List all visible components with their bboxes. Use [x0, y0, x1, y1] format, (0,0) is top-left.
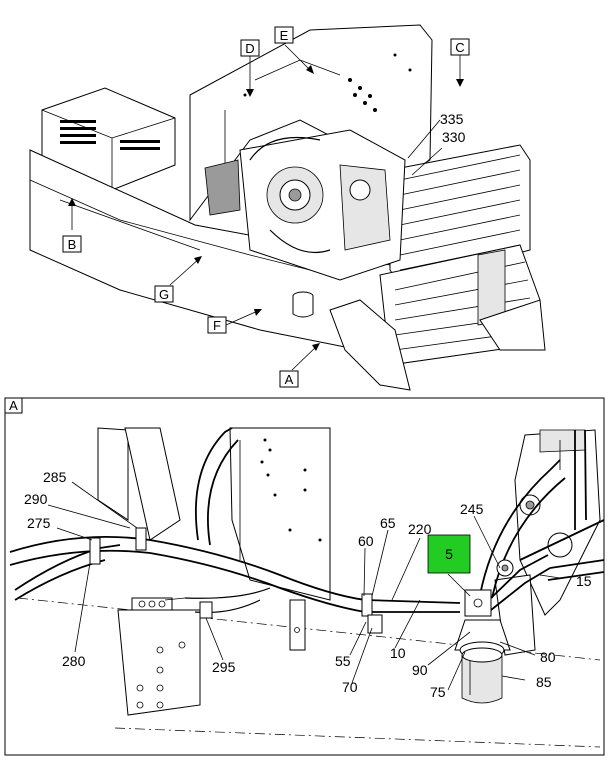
callout-285: 285 [43, 469, 67, 485]
callout-275: 275 [27, 515, 51, 531]
callout-55: 55 [335, 653, 351, 669]
overview-illustration [29, 24, 546, 391]
callout-290: 290 [24, 491, 48, 507]
view-label-a: A [279, 370, 299, 388]
svg-text:D: D [245, 41, 254, 56]
svg-text:5: 5 [445, 546, 453, 562]
svg-text:A: A [285, 372, 294, 387]
overview-view-labels: D E C B G F A 335 330 [62, 26, 470, 388]
callout-335: 335 [440, 111, 464, 127]
callout-90: 90 [412, 662, 428, 678]
callout-280: 280 [62, 653, 86, 669]
filter-canister [292, 291, 314, 318]
detail-view-a: A [4, 397, 605, 756]
callout-65: 65 [380, 515, 396, 531]
view-label-f: F [207, 316, 227, 334]
tee-fitting [464, 519, 605, 617]
callout-245: 245 [460, 501, 484, 517]
hose-clamps [89, 527, 383, 634]
electronics-module [41, 87, 176, 191]
filter-assembly [454, 619, 511, 704]
view-label-c: C [450, 38, 470, 56]
callout-60: 60 [358, 533, 374, 549]
view-label-d: D [240, 39, 260, 57]
svg-text:G: G [159, 287, 169, 302]
callout-15: 15 [576, 573, 592, 589]
engine-block [204, 129, 406, 281]
svg-text:C: C [455, 40, 464, 55]
callout-75: 75 [430, 684, 446, 700]
highlighted-callout-5[interactable]: 5 [427, 534, 471, 574]
svg-text:F: F [213, 318, 221, 333]
left-bracket [97, 427, 201, 716]
callout-295: 295 [212, 659, 236, 675]
detail-callouts: 285 290 275 280 295 65 60 55 70 220 10 2… [24, 469, 592, 700]
detail-view-label: A [4, 397, 23, 414]
svg-text:E: E [280, 28, 289, 43]
view-label-e: E [274, 26, 294, 44]
leader-lines [47, 481, 561, 691]
callout-10: 10 [390, 645, 406, 661]
callout-330: 330 [442, 129, 466, 145]
center-panel [229, 427, 331, 651]
svg-text:B: B [68, 237, 77, 252]
callout-220: 220 [408, 521, 432, 537]
svg-text:A: A [9, 398, 18, 413]
callout-80: 80 [540, 649, 556, 665]
view-label-g: G [154, 285, 174, 303]
callout-85: 85 [536, 674, 552, 690]
callout-70: 70 [342, 679, 358, 695]
view-label-b: B [62, 235, 82, 253]
